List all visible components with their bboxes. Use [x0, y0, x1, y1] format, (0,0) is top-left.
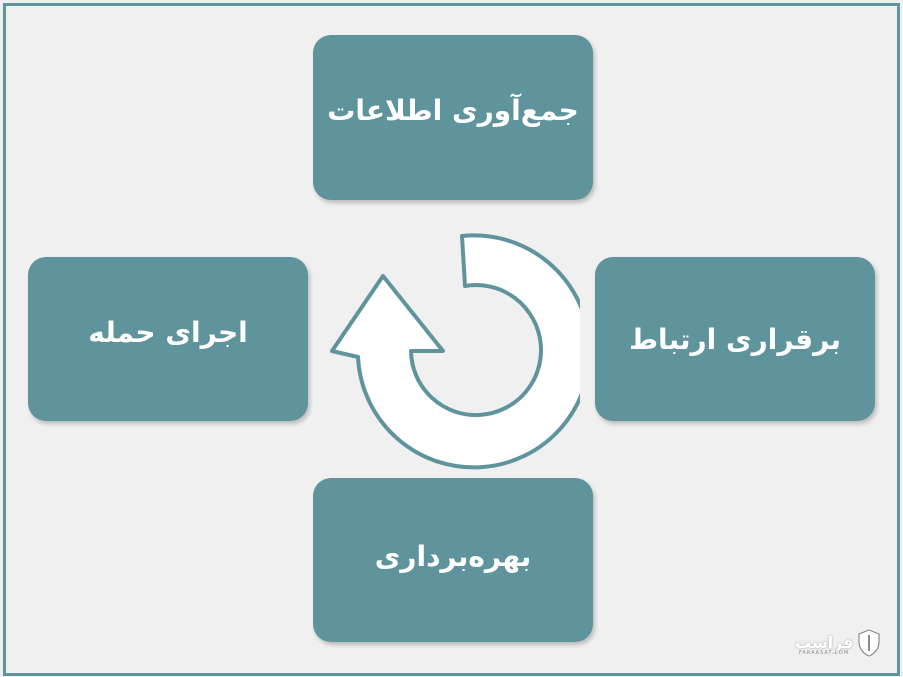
step-label: برقراری ارتباط [628, 322, 842, 356]
step-label: جمع‌آوری اطلاعات [327, 94, 579, 127]
cycle-arrow-shape [330, 233, 580, 470]
step-establish-connection: برقراری ارتباط [595, 257, 875, 421]
step-collect-information: جمع‌آوری اطلاعات [313, 35, 593, 200]
step-exploitation: بهره‌برداری [313, 478, 593, 642]
shield-icon [857, 628, 880, 657]
watermark-brand: فراست [795, 633, 854, 652]
cycle-arrow-icon [330, 233, 580, 470]
step-execute-attack: اجرای حمله [28, 257, 308, 421]
watermark-logo: فراست FARAASAT.COM [795, 620, 895, 665]
watermark-subtitle: FARAASAT.COM [799, 650, 850, 656]
step-label: اجرای حمله [88, 315, 248, 349]
step-label: بهره‌برداری [374, 539, 532, 573]
